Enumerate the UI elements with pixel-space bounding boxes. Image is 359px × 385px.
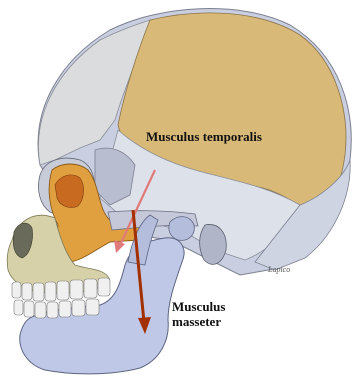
- mandibular-condyle: [169, 217, 194, 241]
- temporalis-label-text: Musculus temporalis: [146, 129, 262, 144]
- masseter-label-line2: masseter: [172, 315, 225, 330]
- label-musculus-masseter: Musculus masseter: [172, 300, 225, 330]
- masseter-label-line1: Musculus: [172, 300, 225, 315]
- mastoid-process: [200, 224, 227, 264]
- label-musculus-temporalis: Musculus temporalis: [146, 130, 262, 145]
- artist-signature: Lapico: [268, 265, 290, 274]
